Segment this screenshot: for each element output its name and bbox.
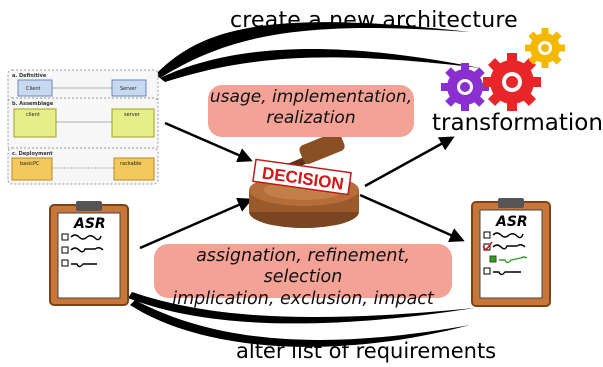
model-deployment-rackable: rackable — [120, 161, 141, 167]
gears-icon — [441, 28, 565, 111]
clipboard-icon: ASR — [471, 198, 551, 307]
model-section-deployment: c. Deployment — [12, 151, 53, 157]
arrow-decision-to-asr — [359, 193, 465, 243]
requirement-relations-box: assignation, refinement, selection impli… — [154, 244, 452, 309]
top-caption: create a new architecture — [230, 8, 518, 33]
pill-bottom-line1: assignation, refinement, selection — [196, 246, 410, 288]
model-assemblage-server: server — [124, 112, 141, 118]
architecture-diagram-icon: a. Definitive Client Server b. Assemblag… — [7, 69, 159, 185]
right-clipboard-title: ASR — [495, 214, 528, 230]
model-assemblage-client: client — [26, 112, 40, 118]
clipboard-icon: ASR — [49, 201, 129, 306]
pill-top-line2: realization — [266, 107, 356, 128]
arrow-decision-to-transform — [364, 136, 455, 188]
top-swoosh-arrow — [155, 22, 470, 78]
model-deployment-basicpc: basicPC — [20, 161, 40, 167]
bottom-swoosh-arrow — [130, 300, 470, 347]
model-section-assemblage: b. Assemblage — [12, 101, 54, 107]
left-clipboard-title: ASR — [73, 216, 106, 232]
pill-top-line1: usage, implementation, — [209, 87, 413, 107]
pill-bottom-line2: implication, exclusion, impact — [172, 288, 434, 309]
bottom-swoosh-arrow-lower — [128, 292, 475, 324]
arrow-asr-to-decision — [139, 197, 253, 250]
gavel-icon: DECISION — [249, 131, 359, 228]
transformations-label: transformations — [432, 110, 603, 136]
model-server-label: Server — [120, 86, 137, 92]
model-section-definitive: a. Definitive — [12, 73, 47, 79]
model-client-label: Client — [26, 86, 41, 92]
usage-relations-box: usage, implementation, realization — [208, 85, 414, 137]
arrow-model-to-decision — [164, 121, 253, 163]
top-swoosh-arrow-lower — [160, 48, 480, 82]
bottom-caption: alter list of requirements — [236, 339, 497, 363]
